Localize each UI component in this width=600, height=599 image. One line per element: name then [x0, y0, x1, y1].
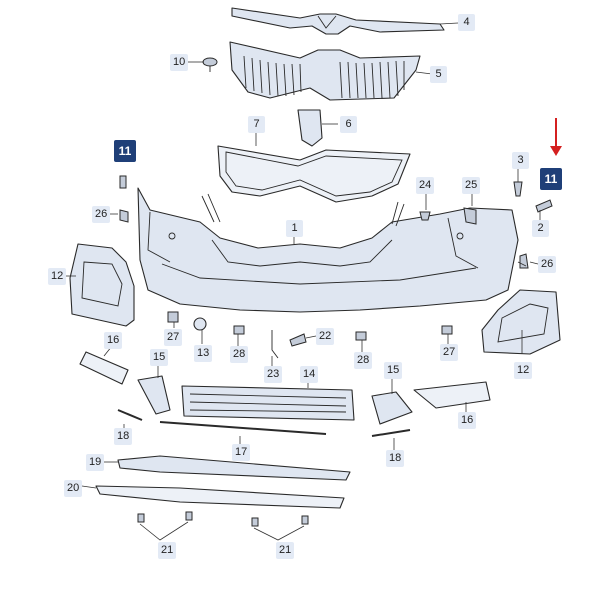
part-5-radiator-grille: [229, 41, 421, 101]
callout-2: 2: [532, 220, 549, 237]
part-18-left-strip: [117, 409, 143, 421]
callout-15-right: 15: [384, 362, 403, 379]
part-15-left-side-grille: [137, 375, 171, 415]
callout-21-left: 21: [158, 542, 177, 559]
red-arrow-icon: [550, 118, 562, 156]
callout-11-right: 11: [540, 168, 562, 190]
part-28-right-clip: [355, 331, 367, 341]
part-12-right-fog-frame: [481, 289, 561, 355]
part-28-left-clip: [233, 325, 245, 335]
callout-15-left: 15: [150, 349, 169, 366]
callout-20: 20: [64, 480, 83, 497]
callout-21-right: 21: [276, 542, 295, 559]
callout-14: 14: [300, 366, 319, 383]
callout-24: 24: [416, 177, 435, 194]
callout-11-left: 11: [114, 140, 136, 162]
part-22-sensor: [289, 333, 307, 347]
part-26-right-clip: [519, 253, 529, 269]
callout-16-right: 16: [458, 412, 477, 429]
callout-4: 4: [458, 14, 475, 31]
callout-13: 13: [194, 345, 213, 362]
callout-12-left: 12: [48, 268, 67, 285]
callout-5: 5: [430, 66, 447, 83]
part-16-left-fog-cover: [79, 351, 129, 385]
callout-28-left: 28: [230, 346, 249, 363]
callout-22: 22: [316, 328, 335, 345]
callout-26-right: 26: [538, 256, 557, 273]
callout-19: 19: [86, 454, 105, 471]
part-23-bracket: [271, 330, 279, 359]
part-27-left-clip: [167, 311, 179, 323]
callout-27-left: 27: [164, 329, 183, 346]
part-3-clip: [513, 181, 523, 197]
part-27-right-clip: [441, 325, 453, 335]
part-4-grille-trim: [231, 7, 445, 35]
part-20-under-guard: [95, 485, 345, 509]
part-1-bumper-cover: [137, 187, 519, 313]
part-19-spoiler: [117, 455, 351, 481]
callout-6: 6: [340, 116, 357, 133]
callout-25: 25: [462, 177, 481, 194]
part-2-pad: [535, 199, 553, 213]
callout-23: 23: [264, 366, 283, 383]
callout-27-right: 27: [440, 344, 459, 361]
callout-26-left: 26: [92, 206, 111, 223]
callout-17: 17: [232, 444, 251, 461]
part-12-left-fog-frame: [69, 243, 135, 327]
callout-18-left: 18: [114, 428, 133, 445]
part-13-plug: [193, 317, 207, 331]
part-10-screw: [202, 57, 218, 72]
part-17-trim-strip: [159, 421, 327, 435]
part-15-right-side-grille: [371, 391, 413, 425]
callout-18-right: 18: [386, 450, 405, 467]
part-18-right-strip: [371, 429, 411, 437]
part-7-grille-frame: [217, 145, 411, 203]
callout-16-left: 16: [104, 332, 123, 349]
part-11-left-seal: [119, 175, 127, 189]
part-21-screws: [137, 511, 309, 527]
callout-1: 1: [286, 220, 303, 237]
part-14-lower-grille: [181, 385, 355, 421]
part-26-left-clip: [119, 209, 129, 223]
part-24-clip: [419, 211, 431, 221]
part-6-emblem-housing: [297, 109, 323, 147]
callout-3: 3: [512, 152, 529, 169]
callout-28-right: 28: [354, 352, 373, 369]
callout-10: 10: [170, 54, 189, 71]
callout-12-right: 12: [514, 362, 533, 379]
part-25-bracket: [463, 207, 477, 225]
part-16-right-fog-cover: [413, 381, 491, 409]
callout-7: 7: [248, 116, 265, 133]
